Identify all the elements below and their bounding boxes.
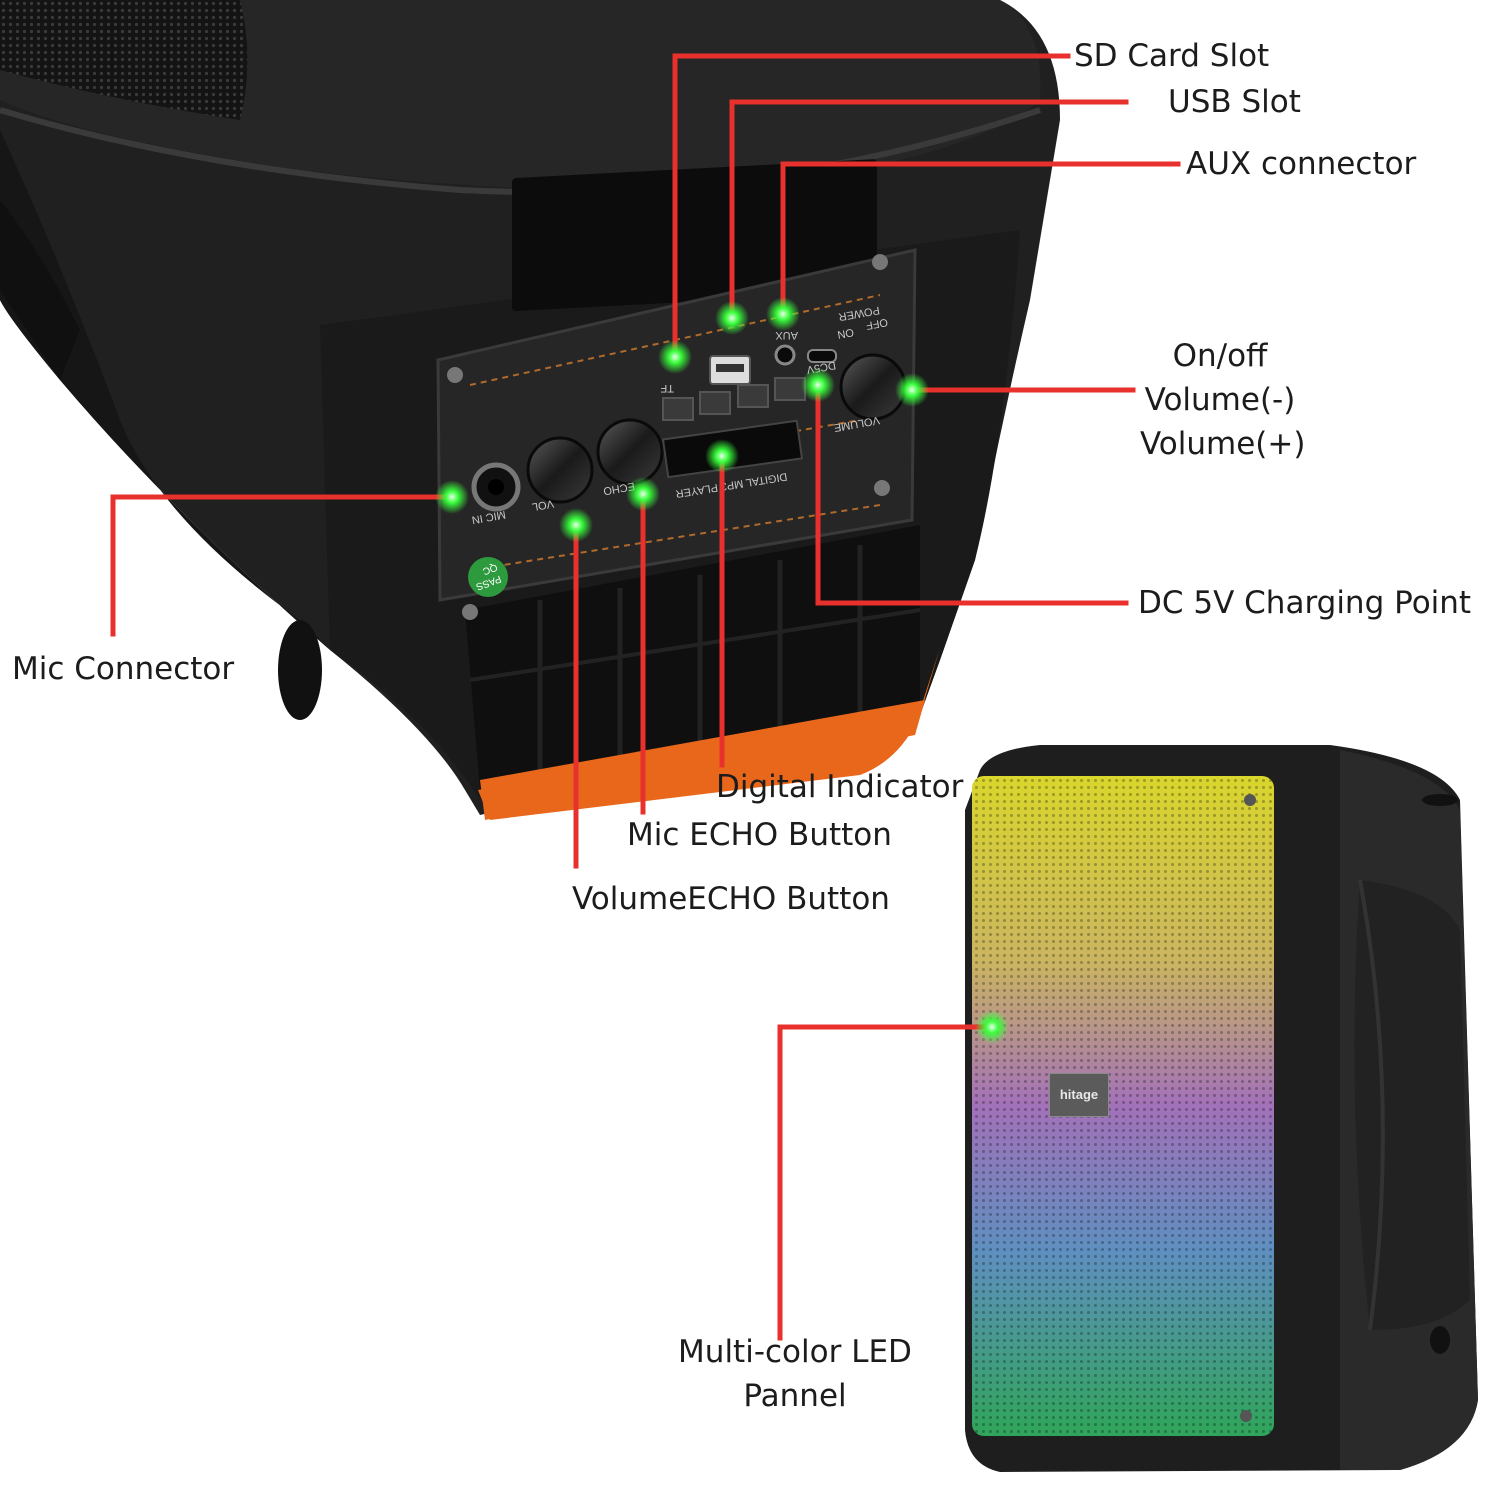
top-grille <box>0 0 1041 191</box>
leader-aux <box>780 161 1181 317</box>
hotspot-led <box>975 1010 1009 1044</box>
label-sd-card-slot: SD Card Slot <box>1074 38 1270 74</box>
hotspot-digital <box>705 439 739 473</box>
label-led-line1: Multi-color LED <box>678 1334 912 1370</box>
leader-dc <box>815 382 1129 606</box>
leader-usb <box>729 99 1129 321</box>
print-qc: QC <box>481 561 499 576</box>
leader-mic <box>110 494 455 637</box>
label-volume-echo: VolumeECHO Button <box>572 881 890 917</box>
print-tf: TF <box>660 382 674 394</box>
label-dc-charging: DC 5V Charging Point <box>1138 585 1472 621</box>
leader-led <box>777 1024 995 1341</box>
large-speaker: TF AUX POWER ON OFF DC5V MIC IN VOL ECHO… <box>0 0 1060 820</box>
panel-buttons <box>662 377 806 421</box>
hotspots <box>435 297 1009 1044</box>
label-volume-plus: Volume(+) <box>1140 426 1306 462</box>
hotspot-vol-echo <box>559 508 593 542</box>
control-board <box>436 248 917 602</box>
label-onoff: On/off <box>1172 338 1268 374</box>
hotspot-aux <box>766 297 800 331</box>
leader-lines <box>110 53 1181 1341</box>
print-mic-in: MIC IN <box>471 508 507 526</box>
label-onoff-volume: On/off Volume(-) Volume(+) <box>1140 334 1306 466</box>
label-digital-indicator: Digital Indicator <box>716 769 964 805</box>
brand-logo: hitage <box>1049 1073 1109 1117</box>
print-off: OFF <box>865 316 889 332</box>
print-on: ON <box>836 326 854 341</box>
hotspot-mic-echo <box>626 477 660 511</box>
print-vol: VOL <box>531 497 555 513</box>
qc-sticker <box>468 557 508 597</box>
hotspot-sd <box>658 340 692 374</box>
label-led-panel: Multi-color LED Pannel <box>665 1330 925 1418</box>
label-aux-connector: AUX connector <box>1186 146 1417 182</box>
label-volume-minus: Volume(-) <box>1144 382 1296 418</box>
hotspot-mic <box>435 480 469 514</box>
leader-sd <box>672 53 1071 360</box>
label-mic-connector: Mic Connector <box>12 651 235 687</box>
hotspot-usb <box>715 301 749 335</box>
label-mic-echo: Mic ECHO Button <box>627 817 892 853</box>
hotspot-dc <box>801 368 835 402</box>
label-led-line2: Pannel <box>743 1378 847 1414</box>
print-aux: AUX <box>775 329 798 341</box>
grille-mesh <box>0 0 248 120</box>
screw-icon <box>1240 794 1256 1422</box>
screw-icon <box>447 254 890 620</box>
vent-slot <box>512 159 877 311</box>
label-usb-slot: USB Slot <box>1168 84 1301 120</box>
hotspot-onoff <box>895 373 929 407</box>
small-speaker <box>965 745 1478 1472</box>
